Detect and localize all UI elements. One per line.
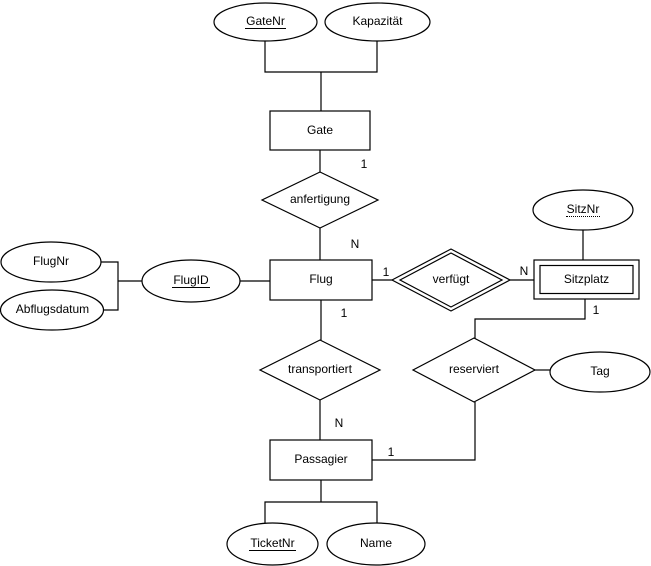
entity-sitzplatz-shape-inner <box>539 264 634 295</box>
attribute-abflugsdatum-shape[interactable] <box>0 289 105 331</box>
edge-flug-attributes-bracket[interactable] <box>101 261 119 311</box>
relationship-transportiert-shape[interactable] <box>258 339 382 401</box>
edge-gate-attributes-bracket[interactable] <box>264 41 378 73</box>
entity-gate-shape[interactable] <box>269 110 371 151</box>
relationship-verfuegt-shape-inner <box>398 252 504 308</box>
attribute-flugnr-shape[interactable] <box>0 241 102 283</box>
entity-flug-shape[interactable] <box>269 259 373 301</box>
attribute-flugid-shape[interactable] <box>141 259 241 303</box>
attribute-kapazitaet-shape[interactable] <box>324 2 431 42</box>
edge-sitzplatz-reserviert[interactable] <box>474 299 586 339</box>
relationship-reserviert-shape[interactable] <box>411 337 537 403</box>
attribute-tag-shape[interactable] <box>549 351 651 393</box>
edge-reserviert-passagier[interactable] <box>372 402 476 461</box>
entity-sitzplatz-shape-outer[interactable] <box>533 259 640 300</box>
attribute-ticketnr-shape[interactable] <box>226 522 319 566</box>
attribute-name-shape[interactable] <box>326 522 426 566</box>
entity-passagier-shape[interactable] <box>269 439 373 481</box>
edge-passagier-attributes-bracket[interactable] <box>264 501 378 523</box>
attribute-gatenr-shape[interactable] <box>213 2 318 42</box>
attribute-sitznr-shape[interactable] <box>532 189 634 231</box>
relationship-verfuegt-shape-outer[interactable] <box>390 248 512 312</box>
relationship-anfertigung-shape[interactable] <box>260 171 380 229</box>
